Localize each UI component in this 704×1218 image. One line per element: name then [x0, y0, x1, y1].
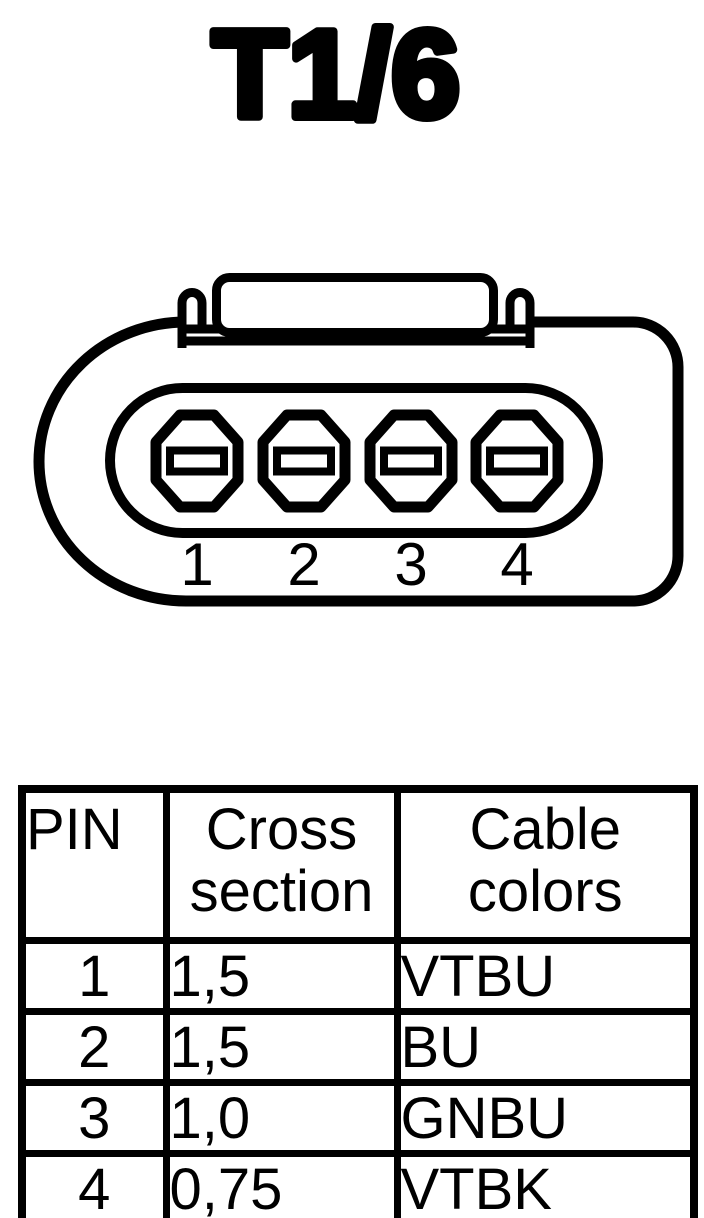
cell-cable-color: VTBK — [393, 1150, 698, 1218]
header-cross-section: Cross section — [162, 785, 401, 944]
cell-pin: 4 — [18, 1150, 170, 1218]
cell-cross-section: 1,0 — [162, 1079, 401, 1157]
pin-number-1: 1 — [180, 531, 213, 598]
cell-pin: 2 — [18, 1008, 170, 1086]
table-row: 4 0,75 VTBK — [18, 1150, 698, 1218]
table-row: 1 1,5 VTBU — [18, 937, 698, 1015]
cell-pin: 1 — [18, 937, 170, 1015]
connector-diagram: T1/6 1 2 3 4 — [33, 2, 684, 607]
cell-cable-color: GNBU — [393, 1079, 698, 1157]
header-pin: PIN — [18, 785, 170, 944]
pin-number-3: 3 — [394, 531, 427, 598]
cell-cable-color: VTBU — [393, 937, 698, 1015]
cell-cable-color: BU — [393, 1008, 698, 1086]
latch-hook-left — [177, 288, 207, 348]
latch-hook-right — [505, 288, 535, 348]
table-row: 3 1,0 GNBU — [18, 1079, 698, 1157]
cell-cross-section: 0,75 — [162, 1150, 401, 1218]
table-header-row: PIN Cross section Cable colors — [18, 785, 698, 944]
housing-body-outline — [33, 316, 684, 607]
page-title: T1/6 — [212, 6, 460, 144]
latch-tab — [212, 273, 498, 337]
header-cable-colors: Cable colors — [393, 785, 698, 944]
cell-cross-section: 1,5 — [162, 937, 401, 1015]
pin-assignment-table: PIN Cross section Cable colors 1 1,5 VTB… — [18, 785, 698, 1218]
cell-pin: 3 — [18, 1079, 170, 1157]
pin-number-4: 4 — [500, 531, 533, 598]
cavity-collar — [105, 383, 603, 538]
cell-cross-section: 1,5 — [162, 1008, 401, 1086]
pin-number-2: 2 — [287, 531, 320, 598]
table-row: 2 1,5 BU — [18, 1008, 698, 1086]
